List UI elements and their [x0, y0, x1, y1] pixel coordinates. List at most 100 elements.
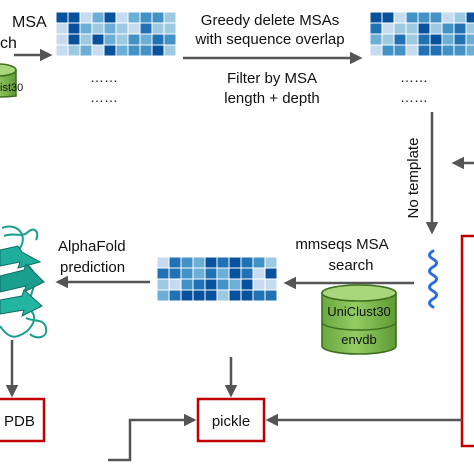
msa-cell — [453, 11, 467, 24]
msa-cell — [55, 11, 69, 24]
msa-cell — [453, 33, 467, 46]
msa-cell — [79, 44, 93, 57]
msa-cell — [79, 11, 93, 24]
msa-cell — [252, 256, 266, 269]
msa-cell — [228, 289, 242, 302]
greedy-label: Greedy delete MSAs — [201, 12, 339, 29]
filter-label: Filter by MSA — [227, 70, 317, 87]
msa-cell — [103, 22, 117, 35]
msa-cell — [204, 256, 218, 269]
ellipsis-text: …… — [90, 89, 118, 105]
msa-cell — [55, 22, 69, 35]
msa-cell — [168, 256, 182, 269]
msa-cell — [393, 33, 407, 46]
msa-cell — [441, 11, 455, 24]
msa-cell — [180, 267, 194, 280]
msa-cell — [156, 278, 170, 291]
msa-cell — [429, 33, 443, 46]
msa-cell — [393, 11, 407, 24]
search-label: ch — [0, 35, 17, 52]
ellipsis-text: …… — [90, 69, 118, 85]
msa-cell — [115, 11, 129, 24]
msa-cell — [405, 22, 419, 35]
msa-cell — [103, 33, 117, 46]
msa-cell — [252, 289, 266, 302]
envdb-label: envdb — [341, 332, 376, 347]
msa-cell — [192, 278, 206, 291]
msa-cell — [168, 289, 182, 302]
msa-cell — [252, 278, 266, 291]
msa-cell — [127, 22, 141, 35]
msa-cell — [156, 256, 170, 269]
arrow — [108, 413, 197, 462]
pickle-box — [196, 397, 266, 443]
msa-cell — [79, 22, 93, 35]
msa-cell — [67, 33, 81, 46]
msa-cell — [381, 44, 395, 57]
msa-cell — [405, 11, 419, 24]
msa-cell — [393, 22, 407, 35]
msa-cell — [151, 22, 165, 35]
msa-cell — [163, 11, 177, 24]
msa-cell — [163, 33, 177, 46]
msa-cell — [453, 44, 467, 57]
msa-cell — [216, 256, 230, 269]
msa-cell — [91, 33, 105, 46]
uniclust-label: UniClust30 — [327, 304, 391, 319]
greedy-label: with sequence overlap — [194, 31, 344, 48]
msa-cell — [204, 278, 218, 291]
msa-cell — [55, 44, 69, 57]
msa-cell — [417, 11, 431, 24]
msa-cell — [192, 256, 206, 269]
msa-cell — [369, 44, 383, 57]
msa-cell — [240, 278, 254, 291]
msa-cell — [151, 33, 165, 46]
msa-cell — [369, 11, 383, 24]
msa-cell — [115, 44, 129, 57]
msa-cell — [465, 11, 474, 24]
msa-cell — [264, 256, 278, 269]
msa-cell — [381, 11, 395, 24]
protein-structure-icon — [0, 225, 48, 339]
alphafold-label: prediction — [60, 259, 125, 276]
msa-cell — [465, 33, 474, 46]
msa-cell — [441, 44, 455, 57]
msa-cell — [441, 33, 455, 46]
msa-cell — [139, 22, 153, 35]
msa-cell — [180, 278, 194, 291]
ellipsis-text: …… — [400, 89, 428, 105]
msa-cell — [115, 33, 129, 46]
msa-cell — [115, 22, 129, 35]
msa-cell — [405, 33, 419, 46]
ellipsis-text: …… — [400, 69, 428, 85]
msa-cell — [204, 289, 218, 302]
msa-cell — [240, 267, 254, 280]
msa-grid-icon — [156, 256, 278, 302]
msa-cell — [228, 256, 242, 269]
msa-cell — [264, 278, 278, 291]
msa-cell — [252, 267, 266, 280]
msa-cell — [139, 11, 153, 24]
msa-cell — [163, 44, 177, 57]
msa-cell — [216, 278, 230, 291]
msa-cell — [168, 278, 182, 291]
mmseqs-label: search — [328, 257, 373, 274]
msa-cell — [240, 289, 254, 302]
msa-cell — [381, 22, 395, 35]
msa-cell — [127, 44, 141, 57]
msa-cell — [393, 44, 407, 57]
msa-cell — [103, 11, 117, 24]
filter-label: length + depth — [224, 90, 320, 107]
msa-cell — [168, 267, 182, 280]
msa-cell — [139, 33, 153, 46]
msa-cell — [204, 267, 218, 280]
msa-cell — [127, 33, 141, 46]
msa-cell — [192, 267, 206, 280]
msa-cell — [429, 44, 443, 57]
msa-cell — [441, 22, 455, 35]
msa-cell — [264, 289, 278, 302]
msa-cell — [79, 33, 93, 46]
msa-label: MSA — [12, 14, 47, 31]
msa-cell — [151, 44, 165, 57]
